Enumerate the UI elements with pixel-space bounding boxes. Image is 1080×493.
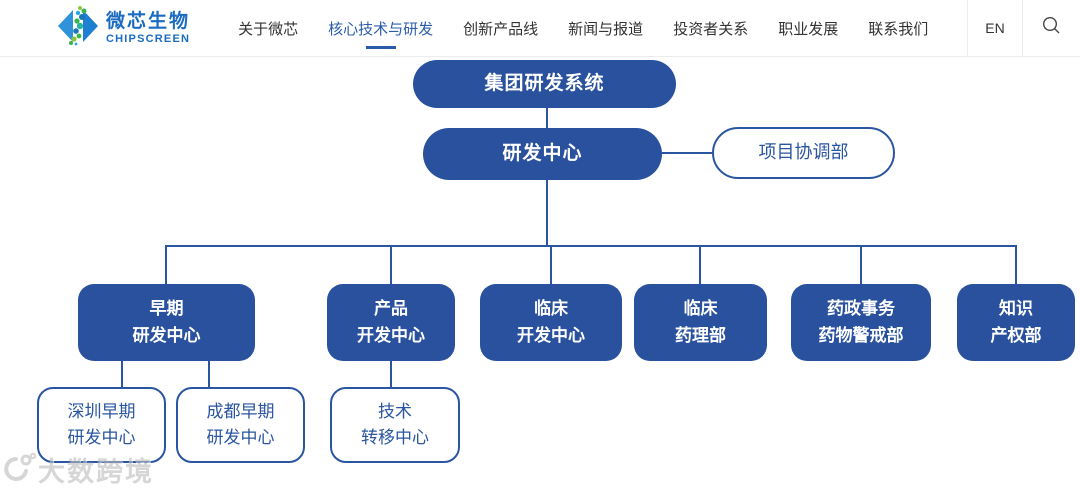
logo-icon xyxy=(58,5,98,52)
org-node-label: 早期 xyxy=(149,299,184,319)
connector-drop xyxy=(165,245,167,284)
nav-item-core-tech[interactable]: 核心技术与研发 xyxy=(328,18,433,39)
org-node-label: 转移中心 xyxy=(361,428,429,447)
logo[interactable]: 微芯生物 CHIPSCREEN xyxy=(58,0,190,56)
connector-drop xyxy=(1015,245,1017,284)
org-node-label: 项目协调部 xyxy=(758,142,849,163)
org-node-clinical-dev-center: 临床 开发中心 xyxy=(480,284,622,361)
connector-drop xyxy=(699,245,701,284)
nav-item-news[interactable]: 新闻与报道 xyxy=(568,20,644,38)
org-node-label: 集团研发系统 xyxy=(484,73,605,95)
nav-item-careers[interactable]: 职业发展 xyxy=(778,20,839,38)
org-node-label: 研发中心 xyxy=(502,143,583,165)
connector-drop xyxy=(860,245,862,284)
org-node-project-coordination: 项目协调部 xyxy=(712,127,895,179)
rd-org-chart: 集团研发系统 研发中心 项目协调部 早期 研发中心 产品 开发中心 临床 开发中… xyxy=(0,57,1080,493)
search-button[interactable] xyxy=(1022,0,1080,56)
org-node-label: 开发中心 xyxy=(357,325,425,345)
org-node-label: 产权部 xyxy=(990,325,1042,345)
org-node-label: 深圳早期 xyxy=(67,401,136,421)
org-node-regulatory-pharmacovigilance: 药政事务 药物警戒部 xyxy=(791,284,931,361)
org-node-label: 药理部 xyxy=(675,325,726,345)
connector-drop xyxy=(390,245,392,284)
org-node-label: 临床 xyxy=(683,299,718,319)
nav-item-about[interactable]: 关于微芯 xyxy=(238,20,299,38)
org-node-group-rd-system: 集团研发系统 xyxy=(413,60,676,108)
org-node-product-dev-center: 产品 开发中心 xyxy=(327,284,455,361)
org-node-label: 成都早期 xyxy=(206,401,275,421)
nav-item-contact[interactable]: 联系我们 xyxy=(868,20,929,38)
connector-rdcenter-to-bus xyxy=(546,180,548,247)
org-node-intellectual-property: 知识 产权部 xyxy=(957,284,1075,361)
connector-subdrop xyxy=(208,361,210,387)
language-toggle-en[interactable]: EN xyxy=(967,0,1022,56)
header-right: EN xyxy=(967,0,1080,56)
org-node-label: 知识 xyxy=(999,299,1033,319)
logo-name-cn: 微芯生物 xyxy=(106,10,191,32)
org-node-label: 产品 xyxy=(374,299,408,319)
main-nav: 关于微芯 核心技术与研发 创新产品线 新闻与报道 投资者关系 职业发展 联系我们 xyxy=(238,0,928,56)
org-node-rd-center: 研发中心 xyxy=(423,128,662,180)
org-node-label: 药政事务 xyxy=(827,299,895,319)
org-node-early-rd-center: 早期 研发中心 xyxy=(78,284,255,361)
org-node-label: 临床 xyxy=(534,299,568,319)
org-node-shenzhen-early-rd: 深圳早期 研发中心 xyxy=(37,387,166,463)
org-node-label: 技术 xyxy=(378,401,412,421)
connector-subdrop xyxy=(121,361,123,387)
org-node-label: 开发中心 xyxy=(517,325,585,345)
org-node-clinical-pharmacology: 临床 药理部 xyxy=(634,284,767,361)
connector-bus xyxy=(165,245,1017,247)
org-node-label: 研发中心 xyxy=(206,428,275,447)
org-node-label: 药物警戒部 xyxy=(818,325,904,345)
org-node-label: 研发中心 xyxy=(67,428,136,447)
search-icon xyxy=(1042,16,1061,40)
logo-name-en: CHIPSCREEN xyxy=(106,32,191,45)
connector-drop xyxy=(550,245,552,284)
org-node-tech-transfer-center: 技术 转移中心 xyxy=(330,387,460,463)
nav-item-investors[interactable]: 投资者关系 xyxy=(673,20,749,38)
org-node-chengdu-early-rd: 成都早期 研发中心 xyxy=(176,387,305,463)
logo-text: 微芯生物 CHIPSCREEN xyxy=(106,12,190,45)
connector-root-to-rdcenter xyxy=(546,108,548,128)
connector-rdcenter-to-project xyxy=(662,152,712,154)
org-node-label: 研发中心 xyxy=(132,325,201,345)
connector-subdrop xyxy=(390,361,392,387)
site-header: 微芯生物 CHIPSCREEN 关于微芯 核心技术与研发 创新产品线 新闻与报道… xyxy=(0,0,1080,57)
nav-item-products[interactable]: 创新产品线 xyxy=(463,20,539,38)
